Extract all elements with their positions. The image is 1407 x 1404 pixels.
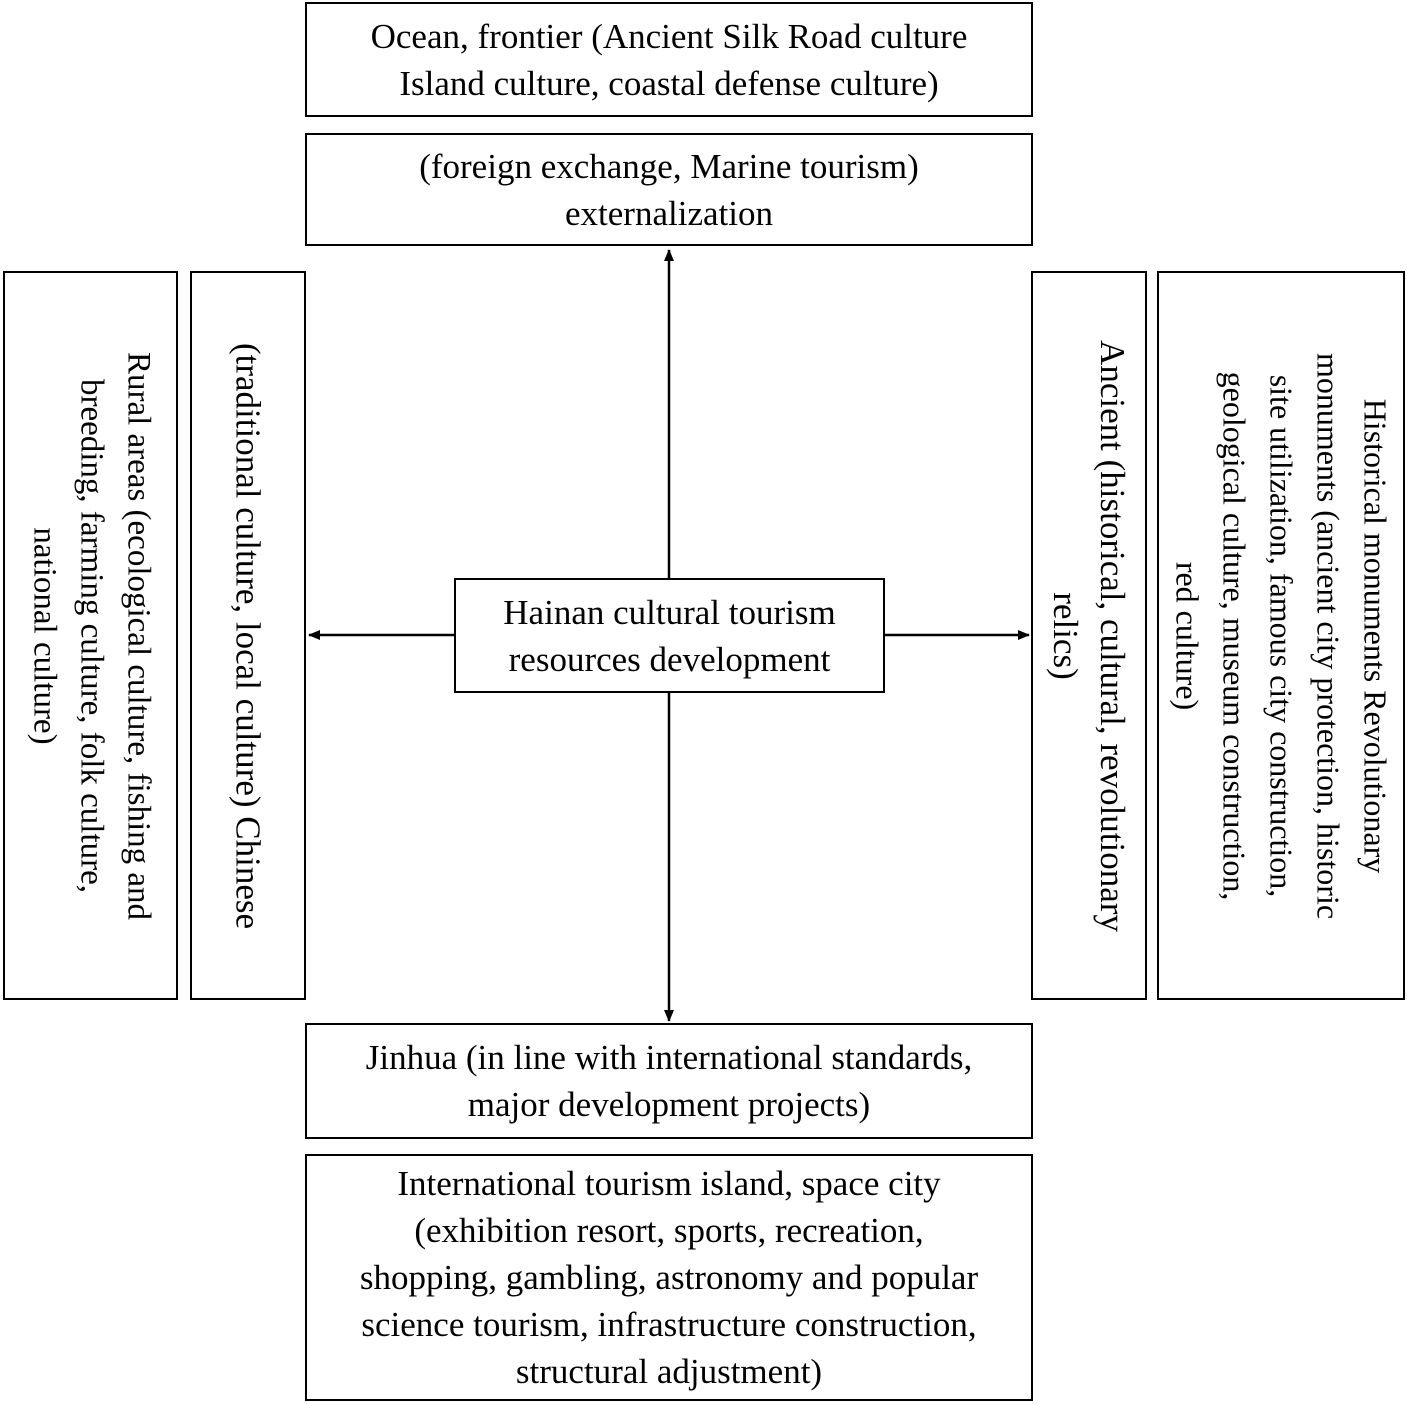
right-outer-box: Historical monuments Revolutionary monum… (1157, 271, 1405, 1000)
bottom-inner-box: Jinhua (in line with international stand… (305, 1023, 1033, 1139)
center-box: Hainan cultural tourism resources develo… (454, 578, 885, 693)
bottom-outer-text: International tourism island, space city… (359, 1164, 979, 1391)
center-text: Hainan cultural tourism resources develo… (503, 592, 836, 679)
top-outer-box: Ocean, frontier (Ancient Silk Road cultu… (305, 2, 1033, 117)
right-inner-box: Ancient (historical, cultural, revolutio… (1031, 271, 1147, 1000)
left-outer-text: Rural areas (ecological culture, fishing… (26, 351, 156, 920)
right-outer-text: Historical monuments Revolutionary monum… (1169, 352, 1394, 919)
left-inner-box: (traditional culture, local culture) Chi… (190, 271, 306, 1000)
bottom-outer-box: International tourism island, space city… (305, 1154, 1033, 1401)
top-outer-text: Ocean, frontier (Ancient Silk Road cultu… (370, 16, 968, 103)
bottom-inner-text: Jinhua (in line with international stand… (365, 1038, 973, 1124)
top-inner-text: (foreign exchange, Marine tourism) exter… (419, 146, 919, 233)
left-outer-box: Rural areas (ecological culture, fishing… (3, 271, 178, 1000)
left-inner-text: (traditional culture, local culture) Chi… (228, 342, 268, 929)
top-inner-box: (foreign exchange, Marine tourism) exter… (305, 133, 1033, 246)
right-inner-text: Ancient (historical, cultural, revolutio… (1046, 339, 1132, 932)
